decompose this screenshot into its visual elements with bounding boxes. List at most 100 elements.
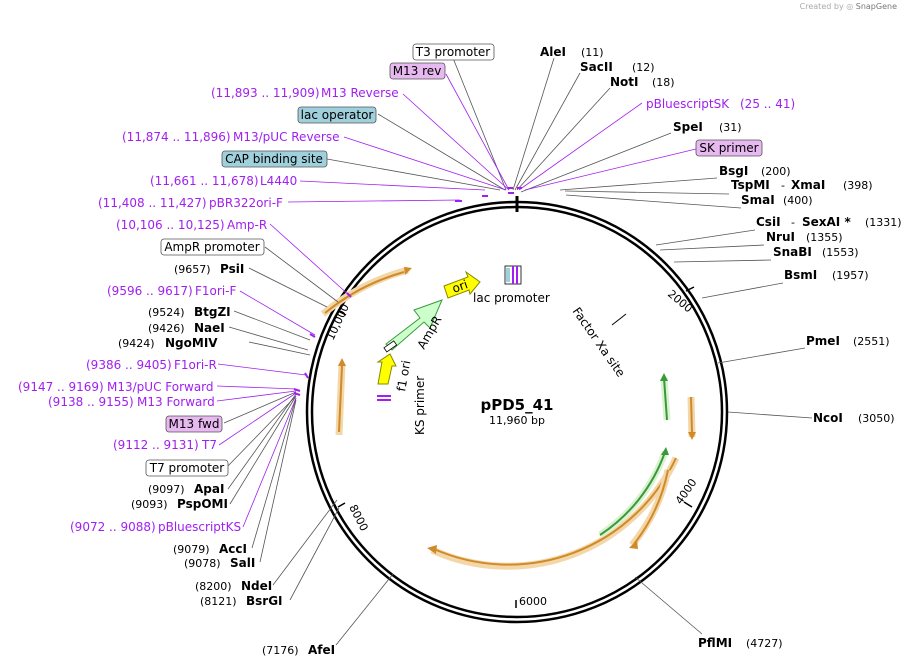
site-tspmi-pos: (398) xyxy=(843,179,873,192)
primer-pbluescriptsk: pBluescriptSK xyxy=(646,97,730,111)
primer-m13puc-rev: M13/pUC Reverse xyxy=(233,130,340,144)
site-pspomi-pos: (9093) xyxy=(131,498,168,511)
site-csii-pos: (1331) xyxy=(865,216,902,229)
site-sali-pos: (9078) xyxy=(184,557,221,570)
primer-ampr-r: Amp-R xyxy=(227,218,267,232)
feature-arc-bottom-outer-halo xyxy=(430,456,680,570)
plasmid-name: pPD5_41 xyxy=(481,396,554,414)
site-afei-pos: (7176) xyxy=(262,644,299,657)
green-arc-bottom-arrow xyxy=(661,447,669,455)
site-psii-pos: (9657) xyxy=(174,263,211,276)
primer-m13fwd: M13 Forward xyxy=(137,395,215,409)
m13-rev-box xyxy=(389,62,446,80)
snapgene-credit: Created by ◎ SnapGene xyxy=(800,2,897,11)
feature-arc-bottom-inner-arrow xyxy=(629,540,638,549)
factor-xa-mark xyxy=(611,313,627,326)
ori-feature xyxy=(443,270,481,299)
primer-m13rev: M13 Reverse xyxy=(321,86,399,100)
site-spei: SpeI xyxy=(673,120,703,134)
sk-primer-label: SK primer xyxy=(699,141,758,155)
site-naei: NaeI xyxy=(194,321,225,335)
site-smai: SmaI xyxy=(741,193,775,207)
site-btgzi: BtgZI xyxy=(194,305,231,319)
primer-m13fwd-range: (9138 .. 9155) xyxy=(48,395,134,409)
site-pflmi: PflMI xyxy=(698,636,732,650)
site-btgzi-pos: (9524) xyxy=(148,306,185,319)
site-sexai: SexAI * xyxy=(802,215,851,229)
site-ndei-pos: (8200) xyxy=(195,580,232,593)
site-snabi-pos: (1553) xyxy=(822,246,859,259)
feature-arc-top-left-halo xyxy=(320,266,409,317)
primer-t7: T7 xyxy=(201,438,217,452)
site-pspomi: PspOMI xyxy=(177,497,228,511)
tick-label-8000: 8000 xyxy=(346,502,370,533)
primer-ampr-r-range: (10,106 .. 10,125) xyxy=(116,218,225,232)
t3-promoter-box xyxy=(412,43,495,61)
site-spei-pos: (31) xyxy=(719,121,742,134)
ampr-promoter-mark xyxy=(383,340,398,353)
primer-t7-range: (9112 .. 9131) xyxy=(113,438,199,452)
cap-site-box xyxy=(221,150,328,168)
ori-label: ori xyxy=(450,277,469,295)
site-smai-pos: (400) xyxy=(783,194,813,207)
site-tspmi-sep: - xyxy=(781,179,785,192)
m13-fwd-box xyxy=(165,415,223,433)
factor-xa-label: Factor Xa site xyxy=(570,305,628,380)
tick-10000 xyxy=(337,310,347,316)
site-xmai: XmaI xyxy=(791,178,825,192)
feature-arc-bottom-inner xyxy=(633,469,669,545)
primer-f1ori-f-range: (9596 .. 9617) xyxy=(107,284,193,298)
m13-rev-label: M13 rev xyxy=(393,64,442,78)
t7-promoter-label: T7 promoter xyxy=(149,461,225,475)
site-bsmi: BsmI xyxy=(784,268,817,282)
primer-f1ori-r: F1ori-R xyxy=(174,358,217,372)
tick-label-4000: 4000 xyxy=(673,476,700,506)
primer-pbluescriptks-range: (9072 .. 9088) xyxy=(70,520,156,534)
ampr-promoter-box xyxy=(160,238,265,256)
lac-promoter-label: lac promoter xyxy=(473,291,550,305)
site-bsrgi-pos: (8121) xyxy=(200,595,237,608)
site-noti: NotI xyxy=(610,75,639,89)
site-csii-sep: - xyxy=(791,216,795,229)
sk-primer-box xyxy=(695,139,763,157)
green-arc-right xyxy=(663,377,668,421)
primer-mark-2 xyxy=(516,266,518,284)
f1ori-feature xyxy=(376,353,397,385)
cap-site-label: CAP binding site xyxy=(225,152,323,166)
site-bsgi-pos: (200) xyxy=(761,165,791,178)
green-arc-right-arrow xyxy=(660,373,668,381)
primer-m13rev-range: (11,893 .. 11,909) xyxy=(211,86,320,100)
tick-4000 xyxy=(683,501,693,508)
tick-2000 xyxy=(685,286,695,292)
f1ori-label: f1 ori xyxy=(394,359,413,392)
primer-m13puc-rev-range: (11,874 .. 11,896) xyxy=(122,130,231,144)
lac-operator-box xyxy=(297,106,377,124)
primer-m13puc-fwd: M13/pUC Forward xyxy=(107,380,214,394)
feature-arc-right xyxy=(690,396,693,434)
primer-l4440-range: (11,661 .. 11,678) xyxy=(150,174,259,188)
primer-m13puc-fwd-range: (9147 .. 9169) xyxy=(18,380,104,394)
primer-f1ori-f: F1ori-F xyxy=(195,284,236,298)
site-ncoi-pos: (3050) xyxy=(858,412,895,425)
site-bsmi-pos: (1957) xyxy=(832,269,869,282)
ampr-feature xyxy=(385,299,443,351)
primer-ticks xyxy=(293,187,522,396)
site-acci: AccI xyxy=(219,542,247,556)
tick-label-6000: 6000 xyxy=(519,595,547,608)
primer-pbr322-range: (11,408 .. 11,427) xyxy=(98,196,207,210)
site-alei-pos: (11) xyxy=(581,46,604,59)
site-ngomiv-pos: (9424) xyxy=(118,337,155,350)
feature-arc-top-left xyxy=(324,271,405,314)
ampr-promoter-label: AmpR promoter xyxy=(164,240,259,254)
primer-pbluescriptsk-range: (25 .. 41) xyxy=(740,97,795,111)
feature-arc-left xyxy=(338,365,343,433)
site-tspmi: TspMI xyxy=(731,178,770,192)
site-sacii: SacII xyxy=(580,60,613,74)
site-sacii-pos: (12) xyxy=(632,61,655,74)
ks-primer-mark-2 xyxy=(377,399,391,401)
feature-arc-right-arrow xyxy=(688,432,696,440)
site-csii: CsiI xyxy=(756,215,781,229)
site-noti-pos: (18) xyxy=(652,76,675,89)
credit-text: Created by xyxy=(799,2,844,11)
primer-pbr322: pBR322ori-F xyxy=(209,196,283,210)
